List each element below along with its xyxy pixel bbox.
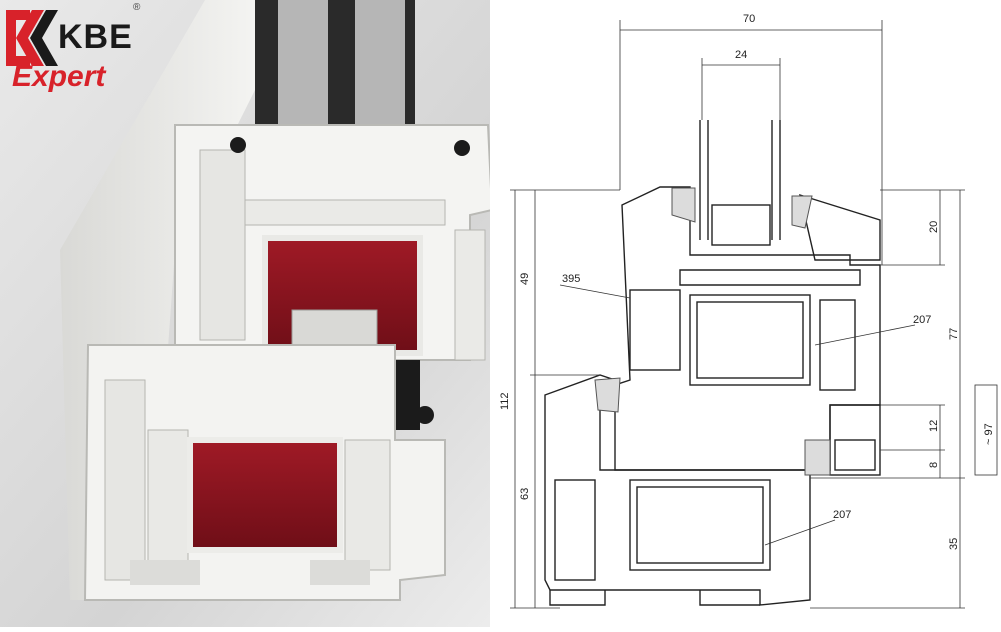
drawing-canvas: 70 24 49 112 63 20 77 12 8 35 ~ 97 395 2… xyxy=(490,0,1001,627)
callout-395: 395 xyxy=(562,273,580,285)
dimension-24: 24 xyxy=(735,49,747,61)
gasket xyxy=(416,406,434,424)
kbe-logo-mark-icon xyxy=(6,10,58,66)
dimension-77: 77 xyxy=(948,328,960,340)
dimension-12: 12 xyxy=(928,420,940,432)
dimension-35: 35 xyxy=(948,538,960,550)
profile-cross-section-photo xyxy=(0,0,520,627)
dimension-8: 8 xyxy=(928,462,940,468)
callout-207-upper: 207 xyxy=(913,314,931,326)
dimension-49: 49 xyxy=(519,273,531,285)
gasket xyxy=(454,140,470,156)
frame-reinforcement xyxy=(187,437,343,553)
dimension-70: 70 xyxy=(743,13,755,25)
callout-207-lower: 207 xyxy=(833,509,851,521)
logo-registered-mark: ® xyxy=(133,2,141,13)
profile-photo: KBE ® Expert xyxy=(0,0,520,627)
technical-drawing: 70 24 49 112 63 20 77 12 8 35 ~ 97 395 2… xyxy=(490,0,1001,627)
logo-brand: KBE xyxy=(58,18,133,56)
dimension-20: 20 xyxy=(928,221,940,233)
dimension-97: ~ 97 xyxy=(983,423,995,445)
gasket xyxy=(230,137,246,153)
logo-subtitle: Expert xyxy=(12,60,106,93)
dimension-112: 112 xyxy=(499,392,511,410)
dimension-63: 63 xyxy=(519,488,531,500)
